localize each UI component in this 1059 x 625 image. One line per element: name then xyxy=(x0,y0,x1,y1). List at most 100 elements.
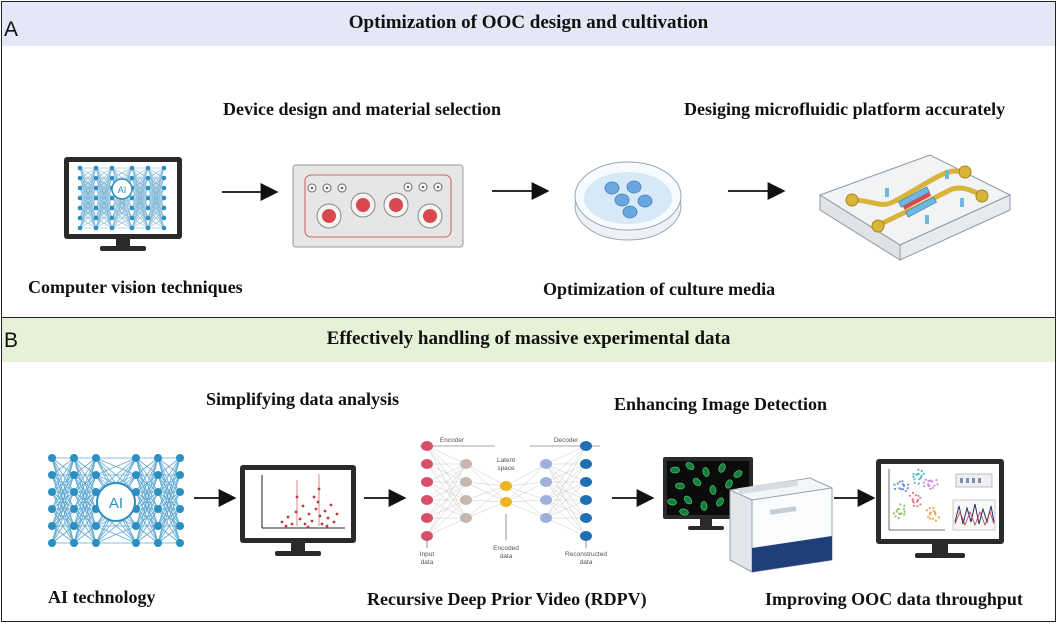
cluster-point xyxy=(934,513,937,516)
computer-vision-label: Computer vision techniques xyxy=(28,277,243,297)
cluster-point xyxy=(903,510,906,513)
network-node xyxy=(77,185,83,191)
cell-shape xyxy=(702,467,710,477)
cluster-point xyxy=(912,491,915,495)
cluster-point xyxy=(907,483,910,486)
cell-shape xyxy=(718,463,726,473)
panel-a-title: Optimization of OOC design and cultivati… xyxy=(348,12,709,33)
latent-label: Latent xyxy=(497,457,515,464)
reconstructed-data-label: data xyxy=(580,559,593,566)
network-node xyxy=(48,505,56,513)
network-node xyxy=(145,165,151,171)
cluster-point xyxy=(934,519,938,522)
microfluidic-chip-icon xyxy=(818,154,1012,261)
microfluidic-label: Desiging microfluidic platform accuratel… xyxy=(684,99,1006,119)
cluster-point xyxy=(919,503,922,506)
cluster-point xyxy=(904,489,907,492)
network-node xyxy=(70,522,78,530)
cluster-point xyxy=(920,469,923,473)
network-node xyxy=(77,205,83,211)
network-node xyxy=(93,225,99,231)
cluster-point xyxy=(922,481,926,484)
network-node xyxy=(129,175,135,181)
network-node xyxy=(176,488,184,496)
autoencoder-node xyxy=(540,513,552,523)
scatter-point xyxy=(310,519,314,523)
autoencoder-node xyxy=(421,477,433,487)
autoencoder-node xyxy=(460,459,472,469)
reconstructed-label: Reconstructed xyxy=(565,551,607,558)
cluster-point xyxy=(917,468,920,471)
rdpv-label: Recursive Deep Prior Video (RDPV) xyxy=(367,589,647,609)
autoencoder-node xyxy=(460,495,472,505)
cluster-point xyxy=(896,508,899,511)
network-node xyxy=(161,225,167,231)
space-label: space xyxy=(497,465,515,472)
cluster-point xyxy=(929,487,932,490)
scatter-point xyxy=(325,524,329,528)
input-label: Input xyxy=(420,551,435,558)
network-node xyxy=(77,215,83,221)
autoencoder-node xyxy=(540,495,552,505)
autoencoder-node xyxy=(540,459,552,469)
cluster-point xyxy=(902,508,906,511)
cluster-point xyxy=(919,496,922,499)
cluster-point xyxy=(917,494,920,497)
cluster-point xyxy=(929,479,932,482)
cell-shape xyxy=(667,498,677,506)
network-node xyxy=(48,488,56,496)
analysis-monitor-icon xyxy=(876,459,1004,558)
network-node xyxy=(161,175,167,181)
cell-shape xyxy=(709,485,717,495)
cluster-point xyxy=(931,486,934,489)
cluster-point xyxy=(912,504,916,507)
cluster-point xyxy=(932,506,935,509)
panel-b-title: Effectively handling of massive experime… xyxy=(326,328,731,349)
autoencoder-node xyxy=(580,441,592,451)
ai-node-text: AI xyxy=(109,495,123,512)
network-node xyxy=(109,215,115,221)
network-node xyxy=(93,185,99,191)
monitor-network-icon: AI xyxy=(64,157,182,251)
network-node xyxy=(176,539,184,547)
cluster-point xyxy=(912,501,915,504)
network-node xyxy=(129,215,135,221)
network-node xyxy=(70,471,78,479)
cell-shape xyxy=(675,482,685,490)
scatter-point xyxy=(280,520,284,524)
network-node xyxy=(161,205,167,211)
cluster-point xyxy=(927,515,930,518)
network-node xyxy=(109,165,115,171)
network-node xyxy=(161,185,167,191)
network-node xyxy=(132,522,140,530)
autoencoder-node xyxy=(500,497,512,507)
cluster-point xyxy=(935,479,938,482)
cluster-point xyxy=(929,517,932,520)
autoencoder-node xyxy=(421,495,433,505)
encoded-data-label: data xyxy=(500,553,513,560)
network-node xyxy=(154,505,162,513)
cluster-point xyxy=(894,515,897,518)
network-node xyxy=(77,195,83,201)
cluster-point xyxy=(916,505,919,508)
network-node xyxy=(132,454,140,462)
network-node xyxy=(154,471,162,479)
cell-shape xyxy=(692,477,702,487)
ai-technology-label: AI technology xyxy=(48,587,156,607)
scatter-point xyxy=(301,504,305,508)
cell-shape xyxy=(716,497,724,507)
network-node xyxy=(161,165,167,171)
cluster-point xyxy=(928,507,931,510)
panel-divider xyxy=(2,317,1055,318)
autoencoder-node xyxy=(500,481,512,491)
network-node xyxy=(109,225,115,231)
panel-a-letter: A xyxy=(4,18,19,41)
cluster-point xyxy=(931,480,934,483)
input-data-label: data xyxy=(421,559,434,566)
network-node xyxy=(154,454,162,462)
cluster-point xyxy=(913,481,916,484)
network-node xyxy=(145,175,151,181)
cluster-point xyxy=(937,516,940,519)
scatter-point xyxy=(298,517,302,521)
